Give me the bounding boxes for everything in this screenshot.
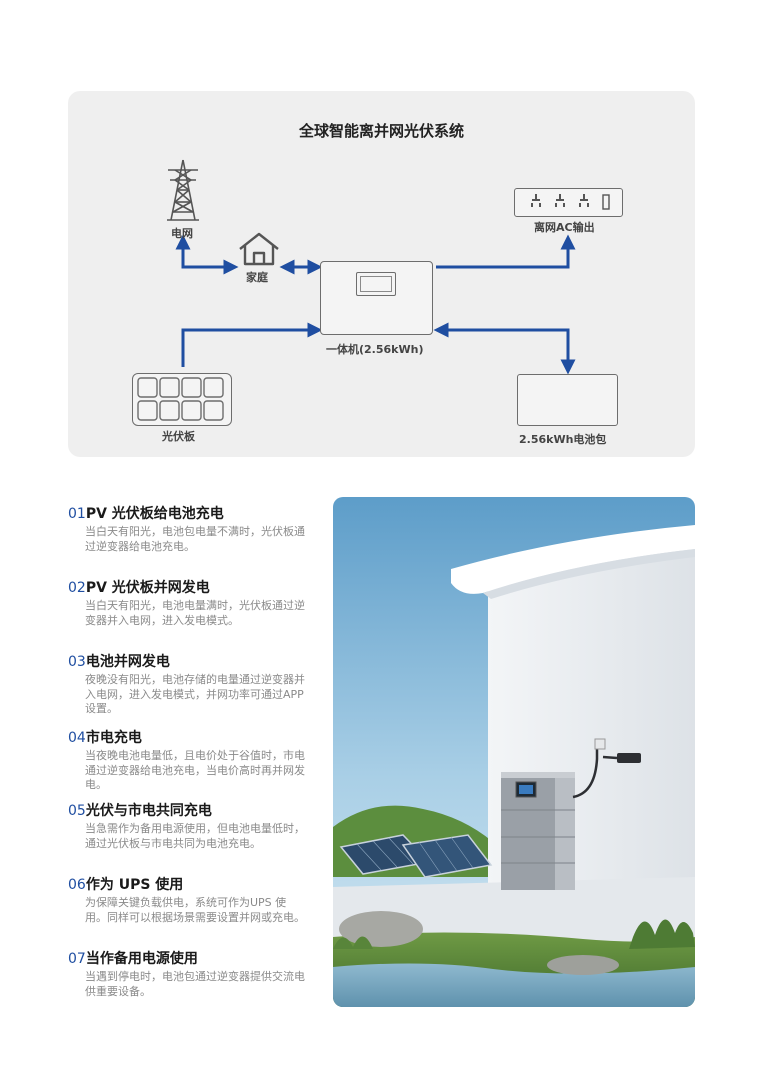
battery-label: 2.56kWh电池包 [519,433,607,446]
feature-title: 02PV 光伏板并网发电 [68,580,210,596]
inverter-unit [320,261,433,335]
feature-desc: 当夜晚电池电量低，且电价处于谷值时，市电通过逆变器给电池充电，当电价高时再并网发… [85,749,305,791]
flow-lines [175,234,576,375]
feature-desc: 当白天有阳光，电池电量满时，光伏板通过逆变器并入电网，进入发电模式。 [85,599,305,627]
feature-item-03: 03电池并网发电 夜晚没有阳光，电池存储的电量通过逆变器并入电网，进入发电模式，… [68,653,313,717]
system-diagram-panel: 全球智能离并网光伏系统 电网 [68,91,695,457]
flow-inverter-ac [436,234,576,269]
grid-label: 电网 [171,227,193,240]
feature-item-04: 04市电充电 当夜晚电池电量低，且电价处于谷值时，市电通过逆变器给电池充电，当电… [68,729,313,793]
feature-desc: 夜晚没有阳光，电池存储的电量通过逆变器并入电网，进入发电模式，并网功率可通过AP… [85,673,305,715]
ac-socket-icon [514,188,623,217]
inverter-screen [356,272,396,296]
feature-title: 03电池并网发电 [68,654,170,670]
feature-desc: 当急需作为备用电源使用，但电池电量低时，通过光伏板与市电共同为电池充电。 [85,822,305,850]
feature-title: 07当作备用电源使用 [68,951,198,967]
feature-item-05: 05光伏与市电共同充电 当急需作为备用电源使用，但电池电量低时，通过光伏板与市电… [68,802,313,851]
inverter-label: 一体机(2.56kWh) [326,343,424,356]
ac-output-label: 离网AC输出 [534,221,595,234]
product-scene-image [333,497,695,1007]
flow-grid-home [175,234,239,275]
feature-item-06: 06作为 UPS 使用 为保障关键负载供电，系统可作为UPS 使用。同样可以根据… [68,876,313,925]
feature-item-07: 07当作备用电源使用 当遇到停电时，电池包通过逆变器提供交流电供重要设备。 [68,950,313,999]
feature-desc: 当遇到停电时，电池包通过逆变器提供交流电供重要设备。 [85,970,305,998]
feature-title: 05光伏与市电共同充电 [68,803,212,819]
feature-title: 01PV 光伏板给电池充电 [68,506,224,522]
pv-label: 光伏板 [162,430,195,443]
feature-title: 04市电充电 [68,730,142,746]
feature-desc: 为保障关键负载供电，系统可作为UPS 使用。同样可以根据场景需要设置并网或充电。 [85,896,305,924]
feature-item-01: 01PV 光伏板给电池充电 当白天有阳光，电池包电量不满时，光伏板通过逆变器给电… [68,505,313,554]
flow-battery-inverter [433,322,576,375]
flow-pv-inverter [181,322,323,367]
home-icon [239,232,279,266]
feature-title: 06作为 UPS 使用 [68,877,184,893]
feature-desc: 当白天有阳光，电池包电量不满时，光伏板通过逆变器给电池充电。 [85,525,305,553]
pv-panel-icon [132,373,232,426]
battery-pack-icon [517,374,618,426]
home-label: 家庭 [246,271,268,284]
diagram-title: 全球智能离并网光伏系统 [298,122,464,140]
power-tower-icon [167,159,199,221]
feature-item-02: 02PV 光伏板并网发电 当白天有阳光，电池电量满时，光伏板通过逆变器并入电网，… [68,579,313,628]
